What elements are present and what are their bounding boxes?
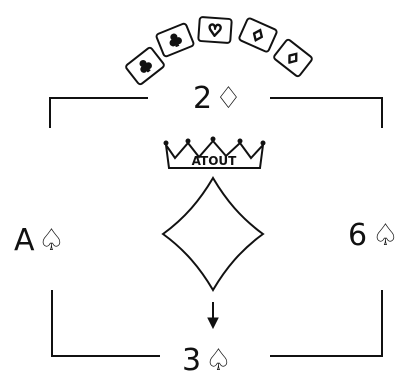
fan-card-1: ♣ bbox=[125, 46, 165, 86]
crown-outline bbox=[165, 139, 265, 169]
table-frame bbox=[49, 97, 383, 357]
frame-bottom-left bbox=[51, 290, 160, 357]
bottom-card-rank: 3 bbox=[182, 343, 201, 378]
right-card-rank: 6 bbox=[348, 218, 367, 253]
bottom-card-suit: ♤ bbox=[205, 343, 232, 378]
top-card-rank: 2 bbox=[193, 81, 212, 116]
trump-diamond-icon bbox=[161, 176, 265, 292]
frame-bottom-right bbox=[270, 290, 383, 357]
frame-top-left bbox=[49, 97, 148, 128]
fan-card-2: ♣ bbox=[155, 22, 195, 58]
fan-card-5: ♢ bbox=[273, 38, 313, 78]
frame-top-right bbox=[270, 97, 383, 128]
top-card-suit: ♢ bbox=[215, 81, 242, 116]
fan-card-4: ♢ bbox=[238, 17, 278, 53]
left-card-suit: ♤ bbox=[38, 223, 65, 258]
arrow-down-icon bbox=[207, 302, 219, 330]
crown-label: ATOUT bbox=[192, 154, 237, 168]
bottom-card-label: 3 ♤ bbox=[182, 343, 232, 378]
fan-card-3-suit: ♡ bbox=[207, 21, 223, 41]
fan-card-3: ♡ bbox=[197, 16, 233, 44]
top-card-label: 2 ♢ bbox=[193, 81, 242, 116]
left-card-rank: A bbox=[14, 223, 35, 258]
right-card-suit: ♤ bbox=[372, 218, 399, 253]
card-fan: ♣ ♣ ♡ ♢ ♢ bbox=[125, 16, 313, 86]
left-card-label: A ♤ bbox=[14, 223, 65, 258]
right-card-label: 6 ♤ bbox=[348, 218, 399, 253]
crown: ATOUT bbox=[163, 136, 266, 169]
